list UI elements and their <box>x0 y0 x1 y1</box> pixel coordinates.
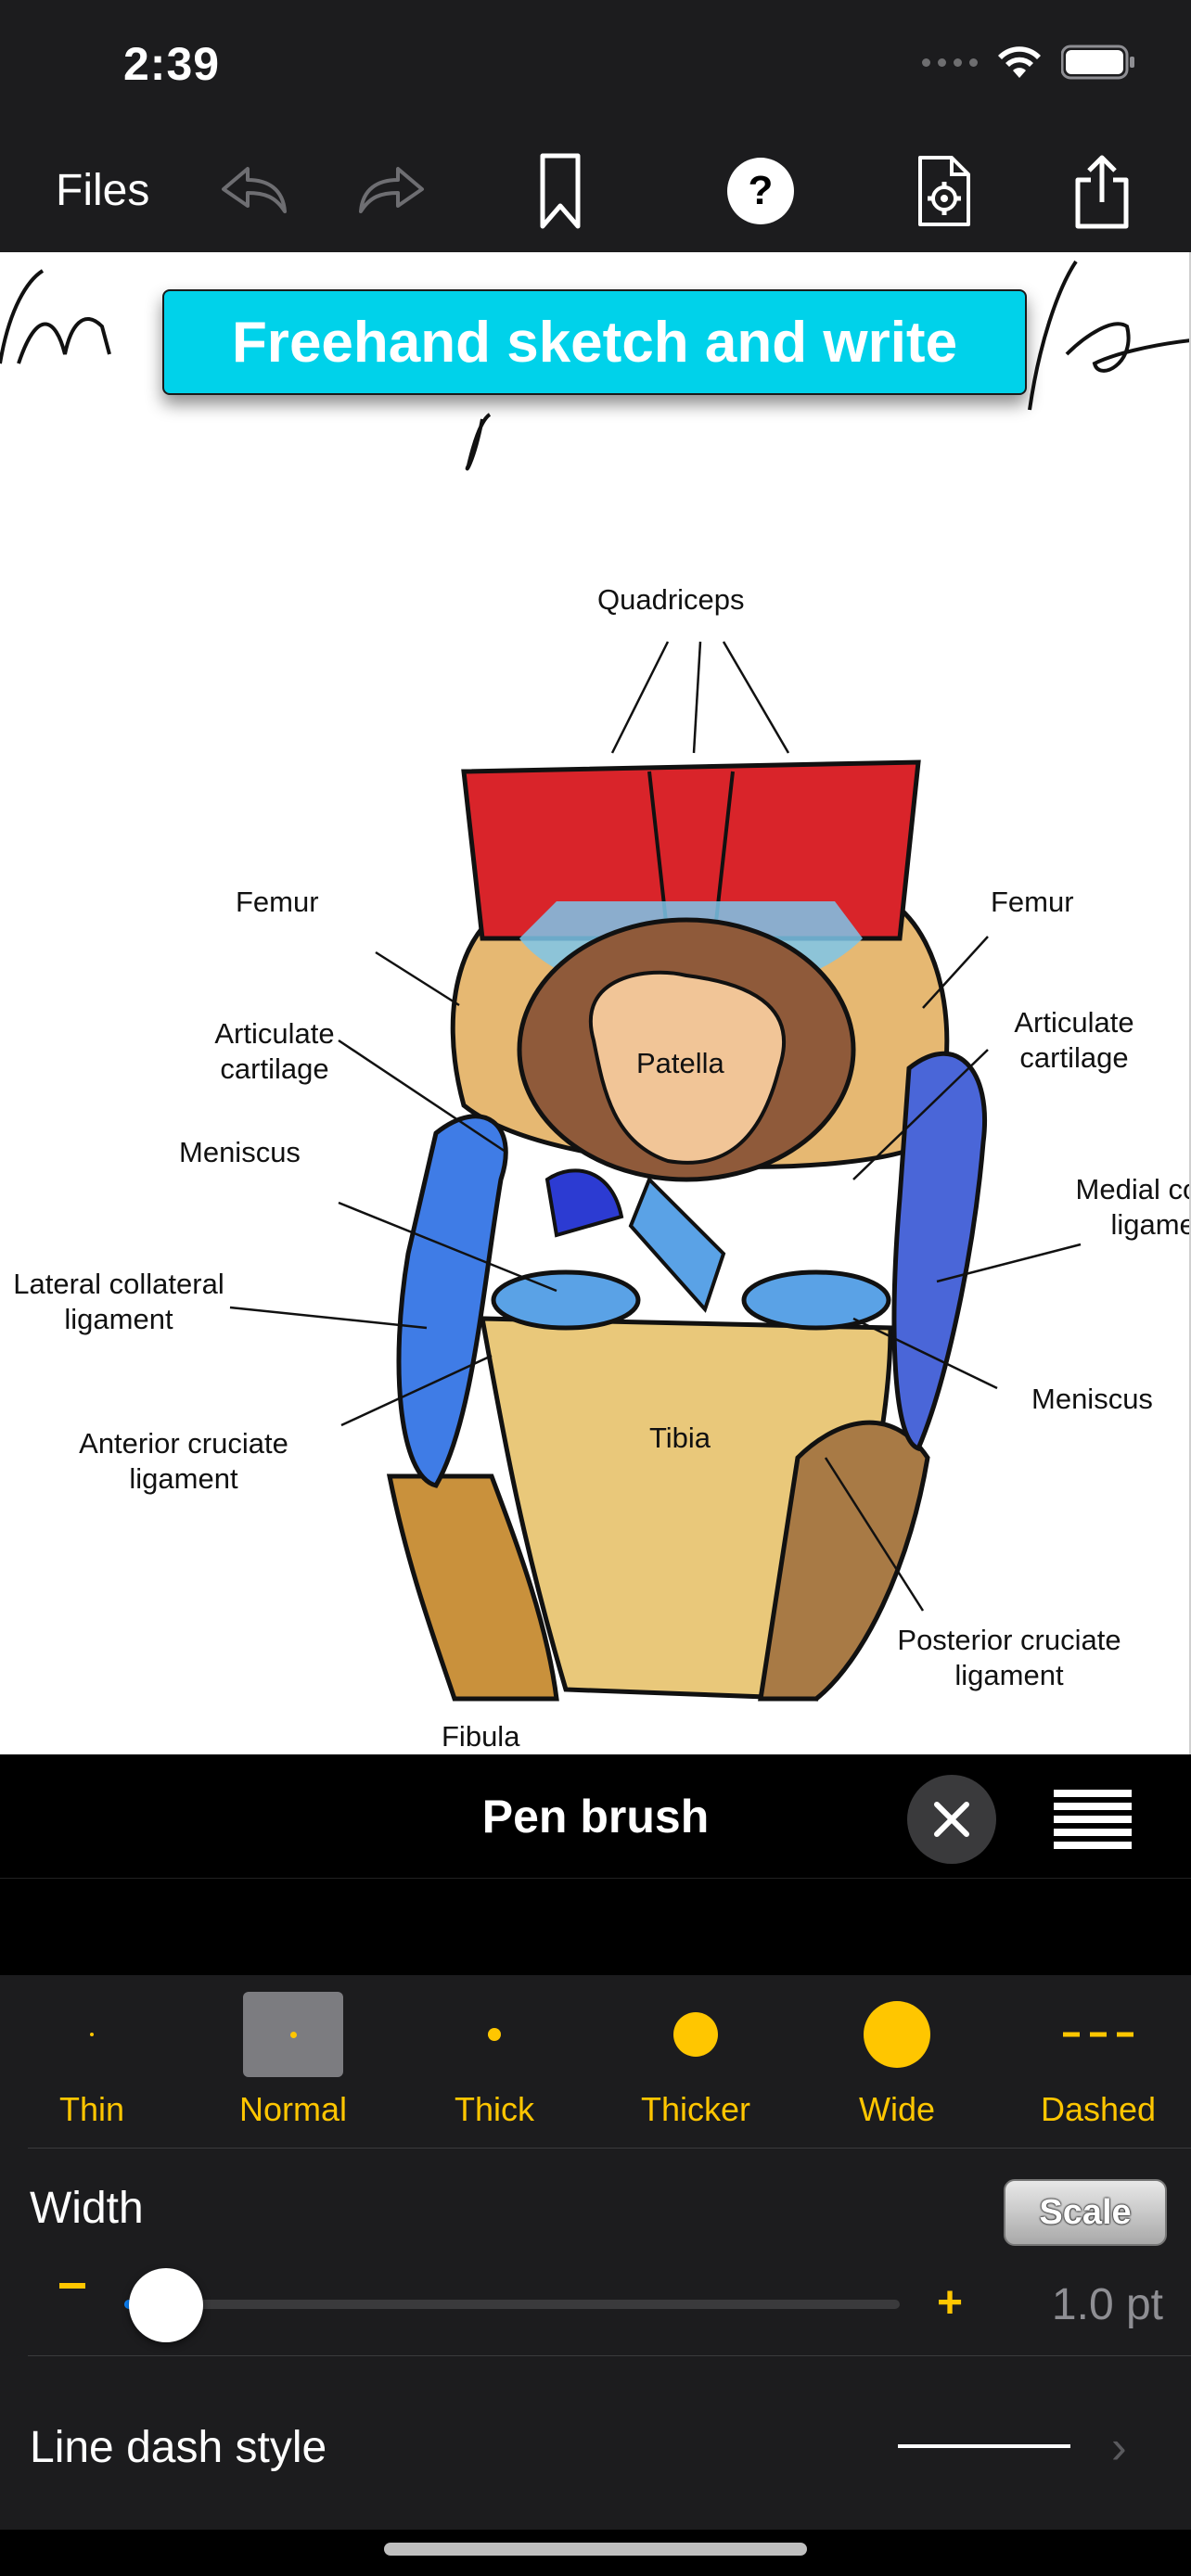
label-fibula: Fibula <box>442 1720 520 1753</box>
width-slider[interactable] <box>124 2268 900 2342</box>
label-meniscus-right: Meniscus <box>1031 1383 1153 1415</box>
close-button[interactable] <box>907 1775 996 1864</box>
dash-style-preview <box>898 2444 1070 2448</box>
share-icon[interactable] <box>1063 152 1141 230</box>
thick-dot-icon <box>444 1992 544 2077</box>
brush-presets: Thin Normal Thick Thicker Wide Dashed <box>0 1975 1191 2148</box>
knee-anatomy-drawing <box>229 641 1082 1702</box>
preset-dashed[interactable]: Dashed <box>1024 1992 1172 2140</box>
label-tibia: Tibia <box>649 1422 711 1454</box>
label-patella: Patella <box>636 1047 724 1079</box>
feature-banner: Freehand sketch and write <box>162 289 1027 395</box>
width-value: 1.0 pt <box>1051 2280 1163 2329</box>
label-femur-right: Femur <box>991 886 1074 918</box>
label-femur-left: Femur <box>236 886 319 918</box>
preset-label: Thin <box>58 2090 125 2128</box>
home-indicator[interactable] <box>384 2543 807 2556</box>
label-articulate-cartilage-left: Articulate cartilage <box>214 1017 335 1085</box>
preset-thicker[interactable]: Thicker <box>621 1992 770 2140</box>
label-meniscus-left: Meniscus <box>179 1136 301 1168</box>
brush-panel-header: Pen brush <box>0 1754 1191 1879</box>
preset-thin[interactable]: Thin <box>18 1992 166 2140</box>
label-articulate-cartilage-right: Articulate cartilage <box>1014 1006 1134 1074</box>
label-lateral-collateral-ligament: Lateral collateral ligament <box>13 1268 224 1335</box>
thicker-dot-icon <box>646 1992 746 2077</box>
label-posterior-cruciate-ligament: Posterior cruciate ligament <box>897 1624 1121 1691</box>
redo-icon[interactable] <box>352 152 430 230</box>
status-icons <box>922 45 1135 80</box>
thin-dot-icon <box>42 1992 142 2077</box>
undo-icon[interactable] <box>215 152 293 230</box>
preset-label: Thicker <box>640 2090 751 2128</box>
drawing-canvas[interactable]: Freehand sketch and write <box>0 252 1191 1754</box>
toolbar: Files ? <box>0 130 1191 252</box>
preset-wide[interactable]: Wide <box>823 1992 971 2140</box>
label-medial-collateral-ligament: Medial coll ligamen <box>1075 1173 1189 1241</box>
increase-width-button[interactable]: + <box>937 2278 964 2327</box>
panel-spacer <box>0 1879 1191 1975</box>
help-icon[interactable]: ? <box>722 152 800 230</box>
decrease-width-button[interactable] <box>59 2283 85 2289</box>
status-time: 2:39 <box>123 38 221 90</box>
divider <box>28 2355 1191 2356</box>
bookmark-icon[interactable] <box>521 152 599 230</box>
scale-button[interactable]: Scale <box>1004 2179 1167 2246</box>
wide-dot-icon <box>847 1992 947 2077</box>
preset-label: Wide <box>858 2090 936 2128</box>
width-slider-thumb[interactable] <box>129 2268 204 2342</box>
preset-label: Normal <box>238 2090 347 2128</box>
width-label: Width <box>30 2184 144 2233</box>
document-settings-icon[interactable] <box>905 152 983 230</box>
preset-normal[interactable]: Normal <box>219 1992 367 2140</box>
dashed-line-icon <box>1048 1992 1148 2077</box>
preset-label: Thick <box>454 2090 534 2128</box>
divider <box>28 2148 1191 2149</box>
status-bar: 2:39 <box>0 0 1191 130</box>
battery-icon <box>1061 45 1134 80</box>
label-anterior-cruciate-ligament: Anterior cruciate ligament <box>79 1427 288 1495</box>
chevron-right-icon[interactable]: › <box>1111 2421 1127 2473</box>
menu-icon[interactable] <box>1054 1790 1132 1849</box>
svg-text:?: ? <box>749 168 774 213</box>
handwriting-strokes <box>0 260 1189 471</box>
preset-thick[interactable]: Thick <box>420 1992 569 2140</box>
wifi-icon <box>998 46 1041 78</box>
brush-settings: Thin Normal Thick Thicker Wide Dashed Wi… <box>0 1975 1191 2530</box>
brush-panel-title: Pen brush <box>481 1791 710 1843</box>
label-quadriceps: Quadriceps <box>597 583 745 616</box>
close-icon <box>934 1802 969 1837</box>
preset-label: Dashed <box>1040 2090 1157 2128</box>
normal-dot-icon <box>243 1992 343 2077</box>
files-button[interactable]: Files <box>56 166 150 215</box>
line-dash-style-label[interactable]: Line dash style <box>30 2423 327 2472</box>
cellular-signal-icon <box>922 57 978 67</box>
